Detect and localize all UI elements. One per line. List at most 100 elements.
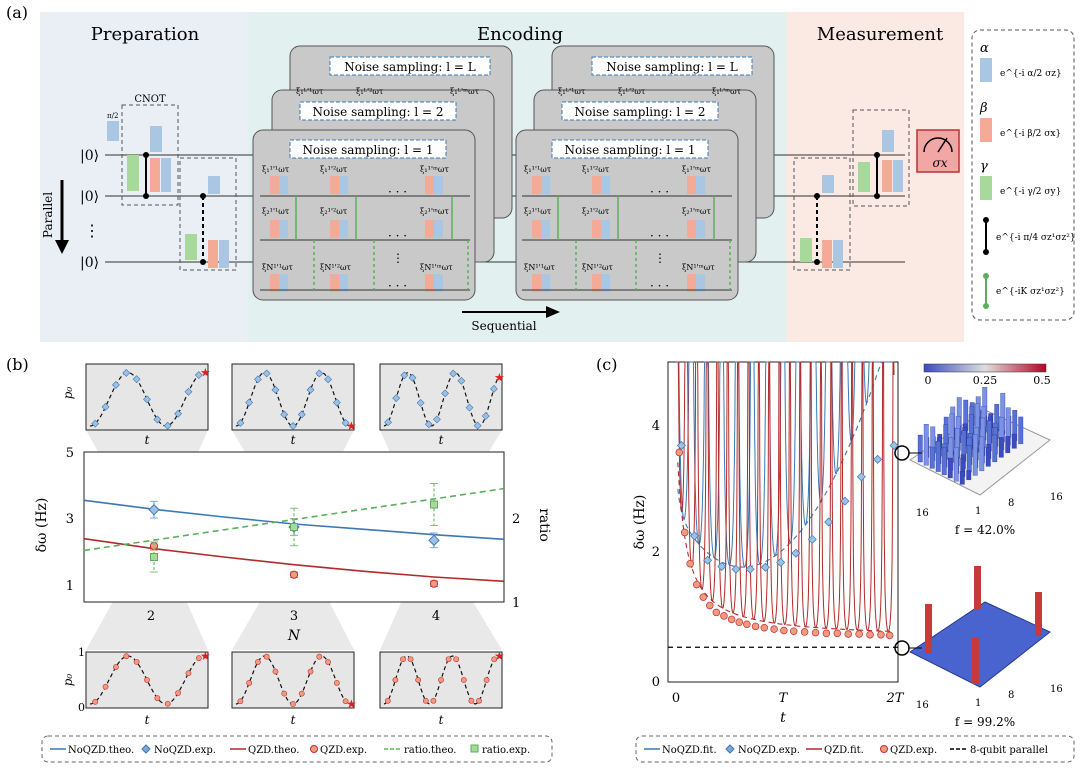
inset-point-5-1 — [392, 677, 399, 683]
measurement-bg — [786, 12, 964, 342]
noise-label-1-1: Noise sampling: l = 1 — [302, 143, 433, 157]
heat-bar-73 — [979, 436, 985, 472]
preparation-title: Preparation — [91, 24, 200, 45]
qzd-point-1 — [289, 570, 299, 579]
svg-text:β: β — [979, 101, 988, 116]
inset-point-5-0 — [384, 697, 391, 704]
inset-point-4-3 — [263, 653, 270, 660]
svg-text:QZD.fit.: QZD.fit. — [824, 745, 864, 756]
inset-point-2-11 — [473, 421, 482, 430]
xi-rn-1: ξN¹'¹ωτ — [262, 263, 294, 272]
inset-point-2-13 — [490, 384, 498, 393]
heat-bar-70 — [959, 471, 965, 485]
svg-text:· · ·: · · · — [388, 185, 407, 199]
noise-label-2-2: Noise sampling: l = 2 — [574, 105, 705, 119]
inset-point-1-10 — [324, 375, 333, 384]
svg-text:e^{-iK σz¹σz²}: e^{-iK σz¹σz²} — [996, 287, 1065, 297]
colorbar-tick-05: 0.5 — [1033, 374, 1051, 387]
svg-text:e^{-i γ/2 σy}: e^{-i γ/2 σy} — [1000, 187, 1061, 197]
qzd-exp-point-1 — [680, 528, 689, 537]
cnot2-dot-2 — [200, 259, 206, 265]
meas2-alpha-2 — [893, 160, 903, 192]
svg-text:t: t — [439, 433, 444, 447]
svg-text:α: α — [980, 41, 989, 56]
inset-point-4-7 — [298, 690, 305, 697]
noqzd-exp-point-1 — [690, 531, 700, 541]
cnot-box-1 — [121, 104, 179, 206]
noise-label-L-1: Noise sampling: l = L — [344, 60, 475, 74]
inset-point-1-6 — [289, 422, 297, 430]
qzd-exp-point-2 — [686, 559, 694, 568]
qzd-exp-point-10 — [743, 620, 751, 629]
inset-point-5-4 — [415, 677, 422, 683]
inset-point-1-0 — [236, 419, 245, 427]
svg-text:8: 8 — [1008, 690, 1014, 701]
noise-label-1-2: Noise sampling: l = 1 — [564, 143, 695, 157]
noise-label-L-2: Noise sampling: l = L — [606, 60, 737, 74]
inset-point-2-8 — [449, 369, 458, 378]
qzd-exp-point-6 — [712, 608, 721, 617]
meas1-gamma — [800, 238, 812, 262]
svg-text:8-qubit parallel: 8-qubit parallel — [970, 745, 1048, 756]
chart-b-y2label: ratio — [536, 508, 552, 542]
heat-bar-20 — [929, 446, 935, 469]
svg-text:σx: σx — [933, 156, 948, 170]
inset-point-0-8 — [174, 409, 183, 418]
inset-point-1-2 — [253, 375, 262, 384]
inset-star-0: ★ — [200, 366, 211, 380]
xi-rn-2: ξN¹'²ωτ — [320, 263, 352, 272]
inset-point-0-3 — [122, 368, 131, 377]
colorbar-tick-0: 0 — [925, 374, 932, 387]
inset-point-0-0 — [91, 419, 100, 428]
noqzd-exp-point-7 — [776, 557, 786, 567]
inset-point-1-3 — [262, 369, 271, 378]
qzd-exp-point-16 — [800, 628, 809, 636]
inset-point-5-2 — [400, 656, 406, 663]
inset-point-2-4 — [416, 398, 425, 407]
qzd-exp-point-9 — [735, 618, 743, 626]
inset-point-2-7 — [441, 389, 449, 398]
svg-text:NoQZD.theo.: NoQZD.theo. — [68, 745, 134, 756]
cnot-control-dot-1 — [143, 152, 149, 158]
chart-c-ytick-2: 2 — [652, 545, 660, 560]
inset-point-3-7 — [164, 700, 171, 707]
svg-text:1: 1 — [975, 506, 981, 517]
svg-text:ratio.exp.: ratio.exp. — [482, 745, 530, 756]
cnot-alpha-gate — [150, 126, 162, 152]
svg-text:16: 16 — [916, 700, 929, 711]
svg-text:Parallel: Parallel — [41, 192, 55, 238]
inset-point-5-9 — [453, 656, 460, 663]
heat-bar-75 — [992, 434, 998, 463]
svg-text:ξ₁ᴸ'²ωτ: ξ₁ᴸ'²ωτ — [618, 87, 646, 96]
gate-legend: α e^{-i α/2 σz} β e^{-i β/2 σx} γ e^{-i … — [971, 29, 1076, 321]
encoding-title: Encoding — [477, 24, 563, 45]
svg-text:t: t — [291, 433, 296, 447]
noqzd-exp-point-13 — [873, 454, 883, 464]
noqzd-point-0 — [148, 503, 160, 516]
heat-bar-50 — [947, 457, 953, 479]
svg-text:f = 42.0%: f = 42.0% — [955, 523, 1015, 537]
inset-curve-1 — [235, 371, 351, 427]
chart-b-xtick-4: 4 — [432, 609, 440, 624]
svg-text:16: 16 — [1050, 684, 1063, 695]
cnot-beta-gate — [150, 158, 160, 192]
svg-text:f = 99.2%: f = 99.2% — [955, 715, 1015, 729]
ratio-point-1 — [290, 523, 298, 531]
inset-point-3-1 — [102, 683, 109, 690]
meas2-beta — [882, 160, 892, 192]
svg-text:t: t — [145, 433, 150, 447]
heat-bar-30 — [935, 440, 941, 472]
inset-point-4-0 — [237, 698, 244, 705]
xi-r2-2: ξ₂¹'²ωτ — [320, 207, 348, 216]
chart-c-marks — [668, 361, 899, 648]
svg-text:γ: γ — [980, 159, 988, 174]
svg-text:· · ·: · · · — [650, 185, 669, 199]
ket-2: |0⟩ — [80, 189, 99, 205]
inset-point-4-9 — [316, 653, 323, 660]
inset-point-1-7 — [297, 410, 306, 419]
panel-b-label: (b) — [6, 355, 29, 374]
inset-point-4-4 — [272, 668, 279, 675]
encoding-gates-1: · · · · · · ⋮ · · · — [260, 176, 470, 293]
encoding-stack-1: Noise sampling: l = L Noise sampling: l … — [252, 45, 513, 301]
